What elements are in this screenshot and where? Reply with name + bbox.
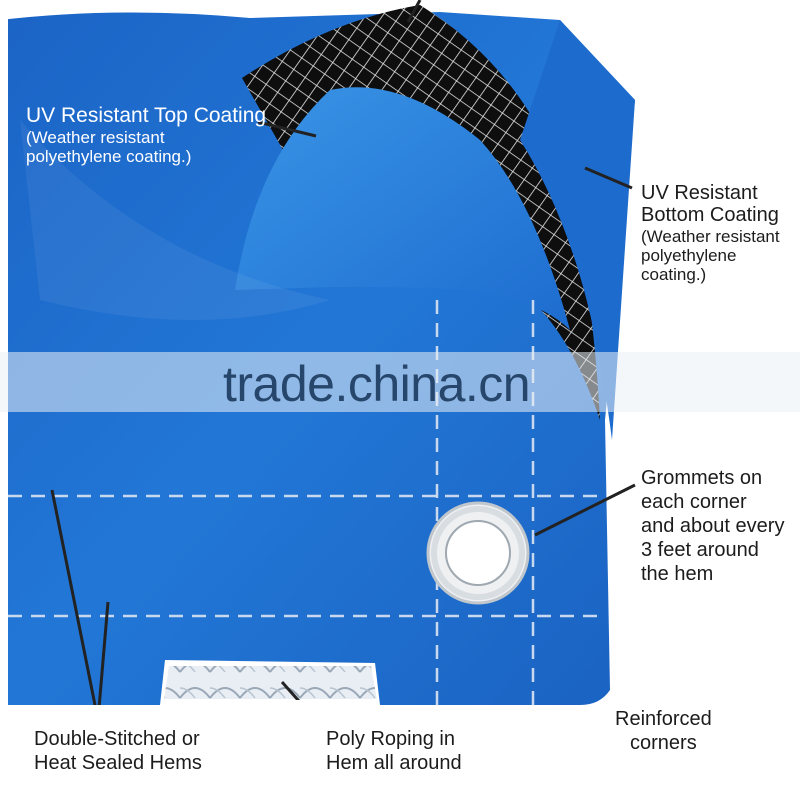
grommets-label: Grommets on each corner and about every … (641, 466, 784, 586)
top-coating-flap (235, 87, 570, 330)
top-coating-line3: polyethylene coating.) (26, 146, 192, 166)
bottom-coating-label: UV Resistant Bottom Coating (Weather res… (641, 182, 780, 284)
top-coating-line2: (Weather resistant (26, 127, 165, 147)
watermark-band (0, 352, 800, 412)
roping-line2: Hem all around (326, 752, 462, 774)
watermark-text: trade.china.cn (223, 356, 531, 412)
poly-rope (161, 664, 380, 701)
leader-top-coating (257, 120, 317, 138)
grommet (426, 501, 530, 605)
bottom-coating-line3: (Weather resistant (641, 226, 780, 246)
leader-hems-a (50, 489, 100, 721)
roping-line1: Poly Roping in (326, 728, 455, 750)
hems-line2: Heat Sealed Hems (34, 752, 202, 774)
leader-grommets (534, 483, 636, 537)
grommets-line1: Grommets on (641, 467, 763, 489)
bottom-coating-line5: coating.) (641, 264, 707, 284)
grommets-line5: the hem (641, 563, 714, 585)
grommets-line3: and about every (641, 515, 785, 537)
bottom-coating-edge (520, 20, 635, 440)
reinforced-corners-label: Reinforced corners (615, 707, 712, 755)
top-coating-label: UV Resistant Top Coating (Weather resist… (26, 104, 266, 166)
bottom-coating-line2: Bottom Coating (641, 204, 779, 227)
leader-hems-b (96, 601, 110, 721)
bottom-coating-line4: polyethylene (641, 245, 737, 265)
roping-label: Poly Roping in Hem all around (326, 727, 462, 775)
bottom-coating-line1: UV Resistant (641, 182, 758, 204)
leader-bottom-coating (584, 166, 633, 190)
hems-label: Double-Stitched or Heat Sealed Hems (34, 727, 202, 775)
reinforced-line1: Reinforced (615, 708, 712, 730)
leader-lines (50, 0, 636, 728)
grommets-line2: each corner (641, 491, 747, 513)
top-coating-title: UV Resistant Top Coating (26, 104, 267, 127)
leader-top-mesh (406, 0, 422, 23)
grommets-line4: 3 feet around (641, 539, 759, 561)
hems-line1: Double-Stitched or (34, 728, 200, 750)
reinforced-line2: corners (630, 732, 697, 754)
